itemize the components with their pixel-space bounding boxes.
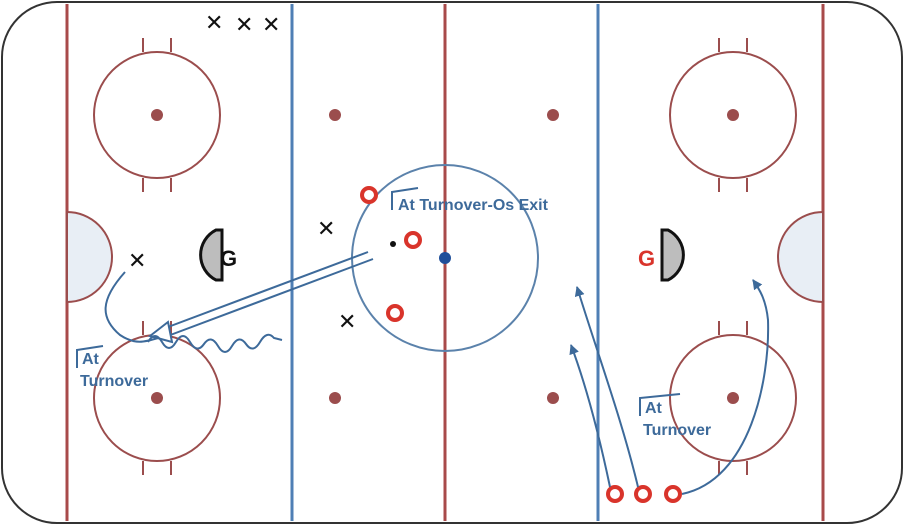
skate-path-left [104, 271, 159, 343]
o-player [606, 485, 624, 503]
crease-right [777, 210, 824, 304]
skate-arrow [569, 344, 611, 488]
skate-arrow [681, 279, 770, 495]
x-player: ✕ [128, 249, 146, 274]
puck [390, 241, 396, 247]
o-player [634, 485, 652, 503]
center-dot [439, 252, 451, 264]
skate-arrow [574, 286, 639, 488]
faceoff-circle-top-left [93, 38, 221, 192]
faceoff-dot-top-left [151, 109, 163, 121]
faceoff-circle-top-right [669, 38, 797, 192]
faceoff-dot-bottom-right [727, 392, 739, 404]
label-bracket-right [639, 393, 681, 416]
faceoff-dot-bottom-left [151, 392, 163, 404]
label-center: At Turnover-Os Exit [398, 197, 549, 214]
label-right-line1: At [645, 400, 663, 417]
o-player [404, 231, 422, 249]
stickhandle-path [147, 333, 283, 353]
x-player: ✕ [235, 13, 253, 38]
x-player: ✕ [338, 310, 356, 335]
o-player [664, 485, 682, 503]
o-players [360, 186, 682, 503]
neutral-dot-top-left [329, 109, 341, 121]
x-player: ✕ [317, 217, 335, 242]
goalie-left-label: G [220, 246, 237, 271]
o-player [386, 304, 404, 322]
label-right-line2: Turnover [643, 422, 711, 439]
label-left-line2: Turnover [80, 373, 148, 390]
neutral-dot-top-right [547, 109, 559, 121]
goalie-right-label: G [638, 246, 655, 271]
x-player: ✕ [205, 11, 223, 36]
neutral-dot-bottom-right [547, 392, 559, 404]
goalie-left: G [199, 228, 237, 282]
neutral-dot-bottom-left [329, 392, 341, 404]
goalie-crease-icon [660, 228, 685, 282]
faceoff-dot-top-right [727, 109, 739, 121]
x-player: ✕ [262, 13, 280, 38]
label-left-line1: At [82, 351, 100, 368]
crease-left [66, 210, 113, 304]
label-bracket-center [391, 187, 419, 210]
faceoff-circle-bottom-right [669, 321, 797, 475]
label-bracket-left [76, 345, 104, 368]
o-player [360, 186, 378, 204]
goalie-crease-icon [199, 228, 224, 282]
goalie-right: G [638, 228, 685, 282]
